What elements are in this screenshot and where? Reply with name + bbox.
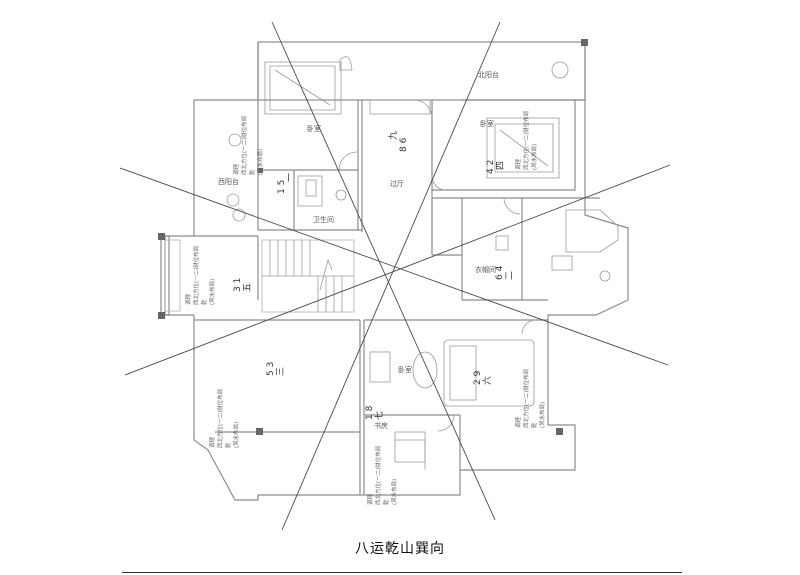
star-north-numbers: 8 6 (399, 137, 409, 152)
annotation-w: 调理 西北方位(一二)财位布局 乾 (风水布局) (184, 246, 216, 305)
room-labels: 北阳台 卧室 卧室 西阳台 卫生间 过厅 衣帽间 卧室 书房 (218, 70, 499, 430)
svg-text:西北方位(一二)财位布局: 西北方位(一二)财位布局 (216, 389, 224, 448)
star-south-numbers: 1 8 (365, 405, 375, 420)
star-northwest-palace: 一 (285, 173, 295, 182)
svg-text:(风水布局): (风水布局) (232, 422, 240, 448)
svg-text:调理: 调理 (366, 493, 374, 505)
doors (338, 99, 537, 432)
annotation-nw: 调理 西北方位(一二)财位布局 乾 (风水布局) (232, 116, 264, 175)
inner-walls (194, 99, 600, 495)
star-center-numbers: 6 4 (495, 265, 505, 280)
room-bathroom: 卫生间 (313, 215, 334, 224)
room-cloakroom: 衣帽间 (475, 265, 496, 274)
svg-text:调理: 调理 (514, 416, 522, 428)
svg-text:(风水布局): (风水布局) (208, 279, 216, 305)
svg-text:乾: 乾 (224, 442, 232, 448)
svg-text:(风水布局): (风水布局) (530, 144, 538, 170)
remedy-annotations: 调理 西北方位(一二)财位布局 乾 (风水布局) 调理 西北方位(一二)财位布局… (184, 111, 546, 505)
staircase (261, 239, 355, 313)
star-northwest-numbers: 1 5 (277, 180, 287, 194)
room-north-balcony: 北阳台 (478, 70, 499, 79)
svg-text:调理: 调理 (208, 436, 216, 448)
svg-text:西北方位(一二)财位布局: 西北方位(一二)财位布局 (522, 111, 530, 170)
star-center-palace: 二 (505, 271, 515, 280)
annotation-sw: 调理 西北方位(一二)财位布局 乾 (风水布局) (208, 389, 240, 448)
annotation-se: 调理 西北方位(一二)财位布局 乾 (风水布局) (514, 369, 546, 428)
star-west-numbers: 3 1 (233, 278, 243, 292)
svg-text:(风水布局): (风水布局) (538, 402, 546, 428)
svg-text:乾: 乾 (382, 499, 390, 505)
svg-text:乾: 乾 (248, 169, 256, 175)
room-bedroom-s: 卧室 (398, 365, 412, 374)
corner-markers (158, 39, 588, 435)
svg-text:(风水布局): (风水布局) (256, 149, 264, 175)
annotation-s: 调理 西北方位(一二)财位布局 乾 (风水布局) (366, 446, 398, 505)
flying-stars: 九 8 6 一 1 5 四 4 2 五 3 1 二 6 4 六 2 9 三 5 … (233, 131, 515, 420)
svg-text:西北方位(一二)财位布局: 西北方位(一二)财位布局 (192, 246, 200, 305)
svg-text:西北方位(一二)财位布局: 西北方位(一二)财位布局 (374, 446, 382, 505)
star-west-palace: 五 (243, 283, 253, 292)
svg-text:调理: 调理 (232, 163, 240, 175)
room-west-balcony: 西阳台 (218, 177, 239, 186)
svg-text:乾: 乾 (530, 422, 538, 428)
svg-text:调理: 调理 (514, 158, 522, 170)
star-east-palace: 六 (481, 376, 493, 385)
room-study: 书房 (374, 421, 388, 430)
title-underline (122, 572, 682, 573)
room-bedroom-ne: 卧室 (480, 119, 494, 128)
star-southwest-palace: 三 (276, 367, 286, 376)
annotation-ne: 调理 西北方位(一二)财位布局 (风水布局) (514, 111, 538, 170)
svg-text:西北方位(一二)财位布局: 西北方位(一二)财位布局 (522, 369, 530, 428)
furniture (226, 56, 619, 470)
room-bedroom-nw: 卧室 (307, 124, 321, 133)
star-east-numbers: 2 9 (473, 370, 483, 385)
svg-text:调理: 调理 (184, 293, 192, 305)
svg-text:乾: 乾 (200, 299, 208, 305)
svg-text:西北方位(一二)财位布局: 西北方位(一二)财位布局 (240, 116, 248, 175)
star-north-palace: 九 (388, 131, 399, 140)
compass-rays (119, 21, 671, 531)
room-hallway: 过厅 (390, 179, 404, 188)
star-south-palace: 七 (374, 411, 385, 420)
plan-title: 八运乾山巽向 (355, 541, 445, 557)
star-northeast-palace: 四 (496, 161, 506, 170)
star-northeast-numbers: 4 2 (486, 160, 496, 174)
star-southwest-numbers: 5 3 (266, 362, 276, 376)
svg-text:(风水布局): (风水布局) (390, 479, 398, 505)
